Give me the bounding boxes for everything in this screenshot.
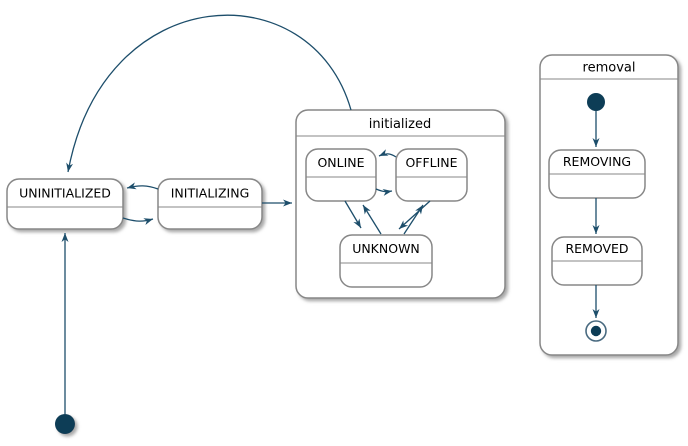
state-label-initializing: INITIALIZING bbox=[171, 186, 250, 201]
removal-final-state-core bbox=[590, 325, 602, 337]
edge-online-to-offline bbox=[375, 188, 393, 196]
state-label-offline: OFFLINE bbox=[405, 155, 457, 170]
edge-uninitialized-to-initializing bbox=[122, 217, 154, 225]
state-label-unknown: UNKNOWN bbox=[352, 241, 420, 256]
edge-unknown-to-online bbox=[362, 204, 382, 235]
removal-initial-state-icon bbox=[587, 93, 605, 111]
state-label-uninitialized: UNINITIALIZED bbox=[19, 186, 111, 201]
edge-initialized-to-uninitialized bbox=[66, 14, 352, 173]
edge-offline-to-unknown bbox=[398, 200, 431, 230]
composite-title-removal: removal bbox=[583, 61, 636, 76]
edge-offline-to-online bbox=[378, 149, 397, 158]
state-online bbox=[305, 148, 377, 202]
state-uninitialized bbox=[6, 178, 124, 230]
edge-unknown-to-offline bbox=[403, 204, 424, 235]
state-offline bbox=[395, 148, 468, 202]
composite-title-initialized: initialized bbox=[369, 117, 431, 132]
edge-online-to-unknown bbox=[344, 200, 362, 229]
edge-initializing-to-uninitialized bbox=[126, 182, 159, 190]
state-label-removing: REMOVING bbox=[563, 154, 631, 169]
state-initializing bbox=[157, 178, 263, 230]
composite-state-removal bbox=[539, 54, 679, 356]
state-label-online: ONLINE bbox=[317, 155, 364, 170]
state-unknown bbox=[339, 234, 433, 288]
initial-state-icon bbox=[55, 414, 75, 434]
state-label-removed: REMOVED bbox=[565, 241, 628, 256]
